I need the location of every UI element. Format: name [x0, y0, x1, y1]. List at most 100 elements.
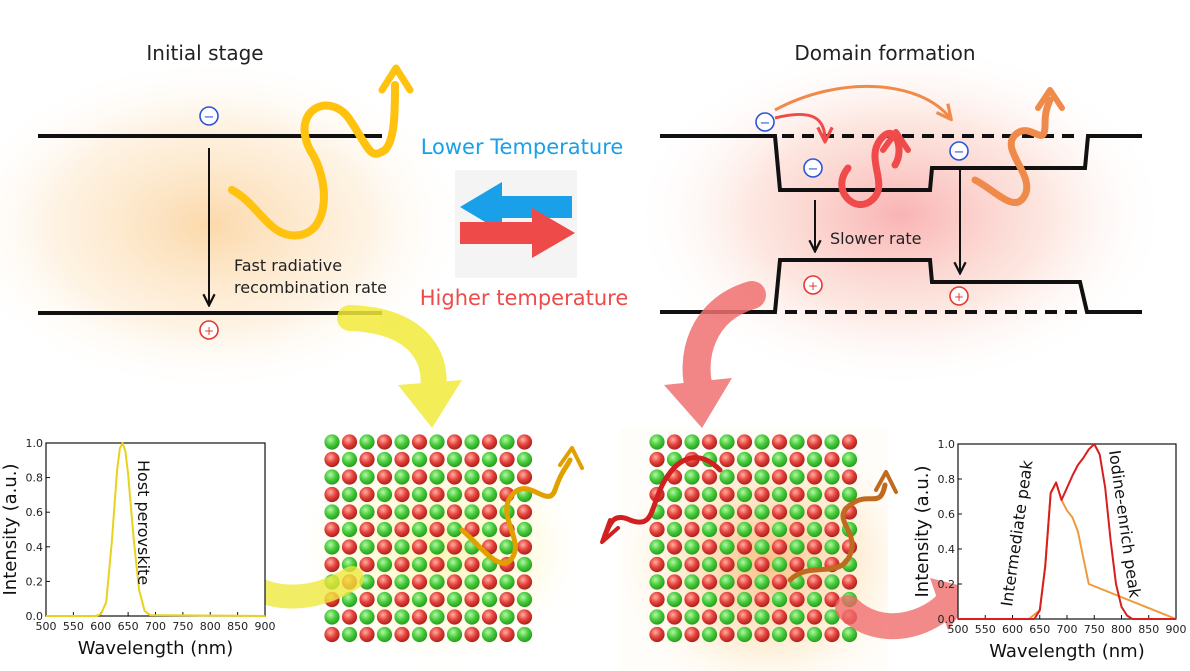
lattice-ion-red: [719, 591, 735, 608]
lattice-ion-red: [701, 434, 718, 450]
y-tick-label: 0.2: [938, 578, 956, 591]
lattice-ion-green: [649, 609, 665, 625]
lattice-left-photon: [459, 446, 584, 566]
lattice-ion-green: [324, 504, 340, 520]
lattice-ion-green: [824, 469, 840, 485]
lattice-ion-red: [701, 539, 718, 555]
right-electron-3: −: [949, 141, 969, 161]
lattice-ion-green: [446, 626, 463, 643]
chart-annotation: Host perovskite: [134, 460, 153, 585]
lattice-ion-green: [789, 469, 805, 485]
lattice-ion-green: [446, 521, 463, 538]
lattice-ion-red: [499, 626, 515, 643]
lattice-ion-green: [464, 609, 480, 625]
lattice-ion-green: [411, 521, 428, 538]
lattice-ion-green: [736, 451, 753, 468]
lower-temperature-arrow: [460, 182, 572, 232]
lattice-ion-red: [736, 469, 753, 485]
lattice-ion-red: [736, 539, 753, 555]
lattice-ion-green: [771, 521, 788, 538]
lattice-ion-red: [771, 469, 788, 485]
lattice-ion-green: [341, 521, 358, 538]
lattice-ion-red: [324, 556, 340, 573]
hole-symbol: +: [204, 324, 214, 338]
lattice-ion-green: [701, 521, 718, 538]
lattice-ion-green: [666, 521, 683, 538]
lattice-ion-red: [446, 504, 463, 520]
x-tick-label: 900: [1166, 623, 1187, 636]
lattice-ion-red: [429, 556, 445, 573]
lattice-ion-red: [376, 609, 393, 625]
lattice-ion-green: [359, 609, 375, 625]
lattice-ion-green: [736, 626, 753, 643]
lattice-ion-red: [841, 434, 858, 450]
lattice-ion-red: [341, 609, 358, 625]
lower-temperature-label: Lower Temperature: [421, 135, 624, 159]
lattice-ion-green: [806, 626, 823, 643]
lattice-ion-green: [649, 539, 665, 555]
lattice-ion-red: [394, 591, 410, 608]
lattice-ion-red: [359, 591, 375, 608]
x-tick-label: 750: [1084, 623, 1105, 636]
lattice-ion-green: [649, 574, 665, 590]
lattice-ion-red: [841, 574, 858, 590]
left-title: Initial stage: [146, 41, 263, 65]
lattice-ion-red: [754, 556, 770, 573]
lattice-ion-red: [446, 539, 463, 555]
y-tick-label: 0.6: [26, 506, 44, 519]
lattice-ion-green: [481, 626, 498, 643]
lattice-right-orange-photon: [787, 470, 898, 583]
lattice-ion-green: [446, 486, 463, 503]
lattice-ion-green: [411, 556, 428, 573]
x-tick-label: 600: [90, 620, 111, 633]
lattice-ion-green: [429, 434, 445, 450]
lattice-ion-red: [481, 609, 498, 625]
lattice-ion-red: [666, 434, 683, 450]
lattice-ion-green: [701, 556, 718, 573]
lattice-ion-red: [464, 451, 480, 468]
y-tick-label: 0.8: [938, 473, 956, 486]
lattice-ion-red: [684, 486, 700, 503]
lattice-ion-red: [806, 504, 823, 520]
lattice-ion-green: [806, 451, 823, 468]
lattice-ion-green: [841, 626, 858, 643]
lattice-ion-red: [754, 486, 770, 503]
lattice-ion-red: [359, 486, 375, 503]
lattice-ion-red: [666, 609, 683, 625]
lattice-ion-green: [824, 609, 840, 625]
lattice-ion-red: [649, 591, 665, 608]
lattice-ion-green: [411, 451, 428, 468]
lattice-ion-green: [499, 574, 515, 590]
right-title: Domain formation: [794, 41, 975, 65]
lattice-ion-red: [464, 626, 480, 643]
lattice-ion-red: [789, 521, 805, 538]
lattice-ion-green: [429, 469, 445, 485]
lattice-ion-green: [666, 486, 683, 503]
lattice-ion-red: [736, 609, 753, 625]
right-curved-arrow: [664, 281, 766, 428]
lattice-ion-red: [446, 574, 463, 590]
lattice-ion-red: [376, 574, 393, 590]
lattice-ion-red: [499, 591, 515, 608]
lattice-ion-green: [701, 591, 718, 608]
lattice-ion-green: [824, 504, 840, 520]
y-axis-label: Intensity (a.u.): [0, 464, 21, 596]
lattice-ion-green: [324, 434, 340, 450]
lattice-ion-green: [341, 451, 358, 468]
lattice-ion-red: [394, 626, 410, 643]
y-tick-label: 0.4: [938, 543, 956, 556]
lattice-ion-red: [719, 556, 735, 573]
lattice-ion-red: [771, 504, 788, 520]
right-electron-2: −: [803, 158, 823, 178]
transfer-arrow-short: [774, 112, 825, 140]
lattice-ion-red: [806, 469, 823, 485]
lattice-ion-red: [464, 486, 480, 503]
lattice-ion-red: [411, 539, 428, 555]
left-curved-arrow: [337, 305, 462, 428]
lattice-ion-green: [771, 626, 788, 643]
lattice-ion-green: [359, 469, 375, 485]
lattice-ion-red: [324, 626, 340, 643]
lattice-ion-red: [446, 469, 463, 485]
lattice-ion-green: [824, 434, 840, 450]
y-tick-label: 0.8: [26, 472, 44, 485]
